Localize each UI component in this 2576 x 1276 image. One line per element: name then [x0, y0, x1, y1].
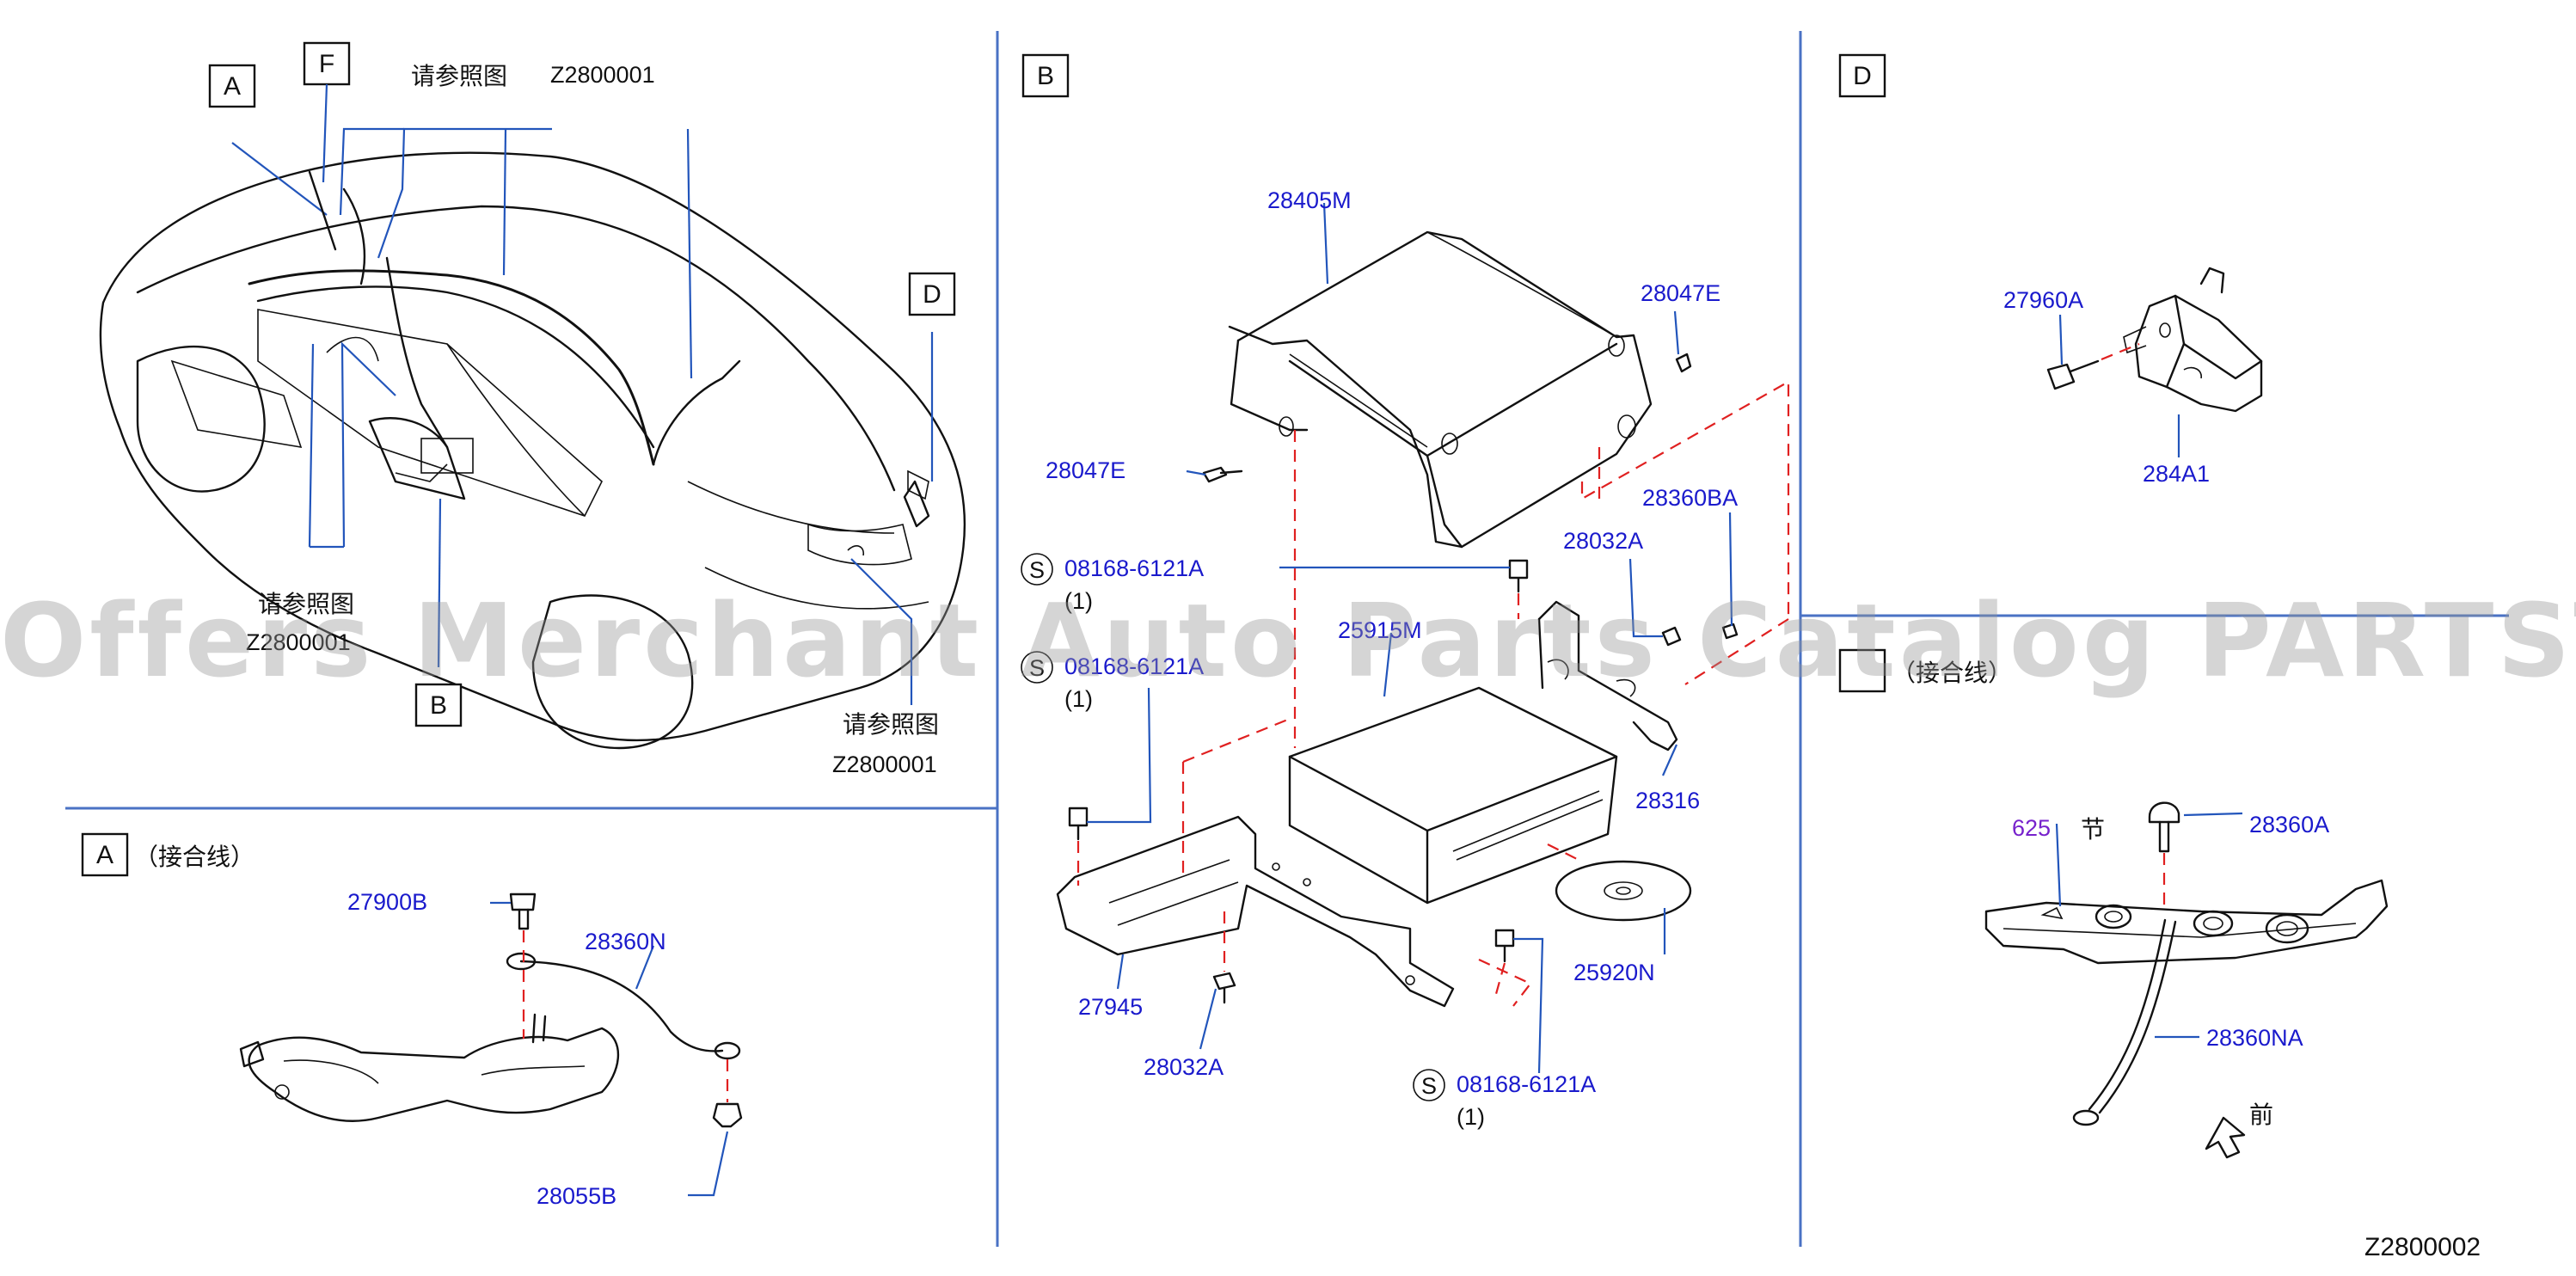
section-b-letter: B [1037, 62, 1054, 90]
screw-qty-1: (1) [1064, 588, 1093, 614]
section-joint-suffix: （接合线） [1892, 659, 2012, 687]
callout-a-letter: A [224, 72, 241, 101]
screw-callout-2[interactable]: S 08168-6121A (1) [1021, 651, 1204, 712]
part-28032a-lower[interactable]: 28032A [1144, 1054, 1224, 1080]
callout-f[interactable]: F [303, 41, 351, 86]
screw-code-3: 08168-6121A [1457, 1071, 1596, 1097]
front-indicator: 前 [2249, 1101, 2273, 1129]
part-27945[interactable]: 27945 [1078, 994, 1143, 1020]
car-harness [248, 170, 929, 556]
part-28316[interactable]: 28316 [1635, 788, 1700, 813]
part-28405m[interactable]: 28405M [1267, 187, 1352, 213]
screw-qty-2: (1) [1064, 686, 1093, 712]
part-284a1[interactable]: 284A1 [2143, 461, 2210, 487]
section-d-letter: D [1853, 62, 1872, 90]
part-28047e-left[interactable]: 28047E [1046, 457, 1125, 483]
part-28047e-right[interactable]: 28047E [1641, 280, 1720, 306]
callout-d[interactable]: D [908, 272, 956, 316]
part-27900b[interactable]: 27900B [347, 889, 427, 915]
section-joint-code[interactable]: 625 [2012, 815, 2051, 841]
screw-qty-3: (1) [1457, 1104, 1485, 1130]
part-25920n[interactable]: 25920N [1573, 960, 1655, 985]
ref-code-left[interactable]: Z2800001 [246, 629, 351, 655]
part-28032a-upper[interactable]: 28032A [1563, 528, 1643, 554]
screw-code-2: 08168-6121A [1064, 653, 1204, 679]
ref-code-right[interactable]: Z2800001 [832, 751, 937, 777]
part-27960a[interactable]: 27960A [2003, 287, 2083, 313]
screw-symbol-1: S [1029, 557, 1045, 583]
ref-note-top: 请参照图 [411, 62, 507, 90]
screw-callout-1[interactable]: S 08168-6121A (1) [1021, 553, 1204, 614]
section-joint-glyph: 节 [2081, 815, 2105, 844]
callout-a[interactable]: A [208, 64, 256, 108]
diagram-code: Z2800002 [2364, 1233, 2481, 1261]
callout-b[interactable]: B [414, 683, 463, 727]
watermark: Offers Merchant Auto Parts Catalog PARTS… [0, 581, 2576, 700]
section-a: A （接合线） [81, 832, 743, 1197]
ref-note-left: 请参照图 [258, 590, 354, 618]
part-28055b[interactable]: 28055B [537, 1183, 616, 1209]
ref-code-top[interactable]: Z2800001 [550, 62, 655, 88]
section-d: D [1838, 53, 2263, 457]
screw-symbol-3: S [1421, 1073, 1437, 1099]
screw-callout-3[interactable]: S 08168-6121A (1) [1413, 1069, 1596, 1130]
part-28360ba[interactable]: 28360BA [1642, 485, 1738, 511]
section-a-joint: （接合线） [134, 843, 255, 871]
section-joint: （接合线） [1838, 648, 2389, 1159]
part-28360a[interactable]: 28360A [2249, 812, 2329, 837]
ref-note-right: 请参照图 [843, 710, 939, 739]
callout-b-letter: B [430, 691, 447, 720]
part-28360n[interactable]: 28360N [585, 929, 666, 954]
screw-symbol-2: S [1029, 655, 1045, 681]
part-28360na[interactable]: 28360NA [2206, 1025, 2303, 1051]
screw-code-1: 08168-6121A [1064, 555, 1204, 581]
car-leaders [231, 83, 934, 705]
callout-d-letter: D [923, 280, 941, 309]
callout-f-letter: F [319, 50, 334, 78]
car-overview [99, 151, 966, 750]
section-b: B [1021, 53, 1790, 1074]
section-a-letter: A [96, 841, 113, 869]
part-25915m[interactable]: 25915M [1338, 617, 1422, 643]
panel-dividers [65, 31, 2509, 1247]
